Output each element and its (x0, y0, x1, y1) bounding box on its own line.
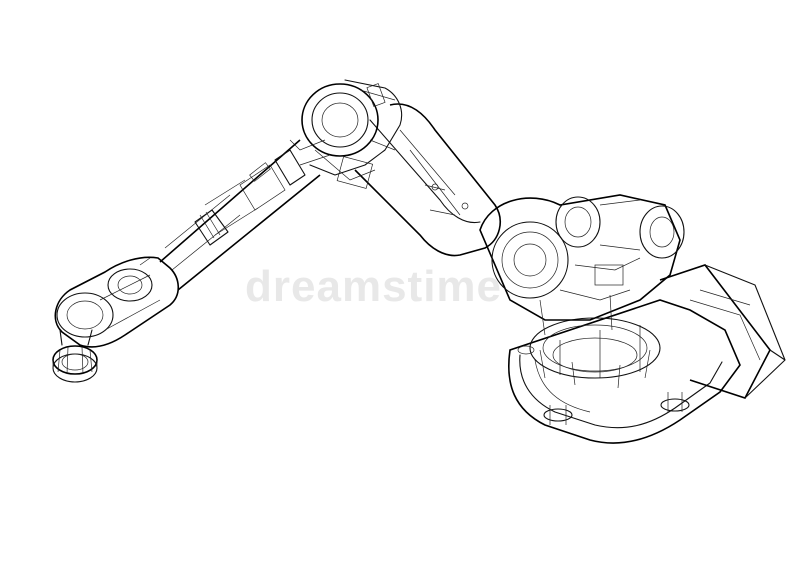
robot-base (508, 299, 741, 444)
upper-arm (354, 103, 501, 257)
robot-shoulder (479, 194, 685, 336)
elbow-joint (289, 79, 403, 189)
tool-flange (52, 329, 98, 383)
watermark-text: dreamstime (245, 262, 503, 311)
robot-wrist (54, 256, 180, 348)
footer-area (0, 528, 800, 566)
side-cabinet (659, 264, 786, 399)
forearm (159, 139, 321, 291)
